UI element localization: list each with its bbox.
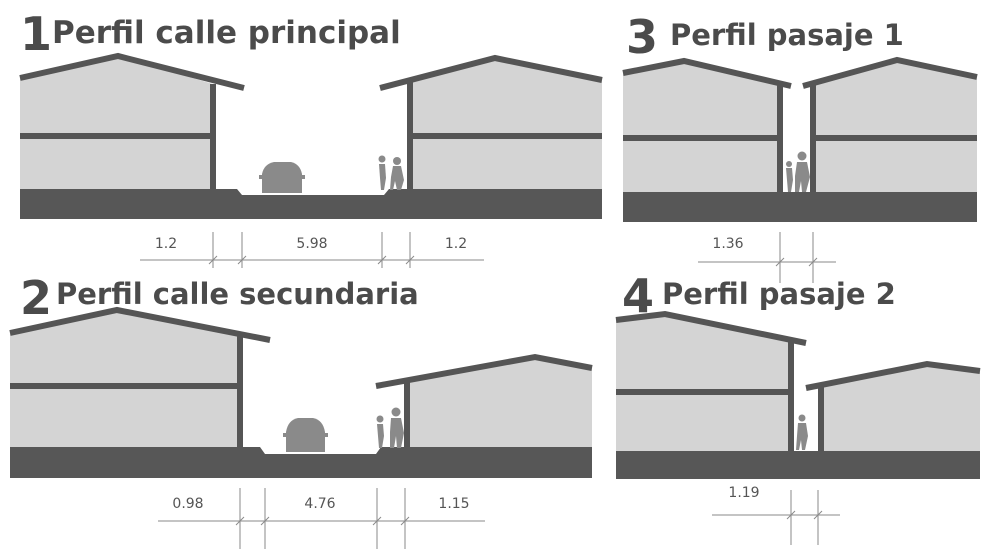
profile-2-dim-sidewalk-left: 0.98	[172, 496, 203, 512]
profile-1-ground	[20, 189, 602, 219]
profile-4-title: Perfil pasaje 2	[662, 277, 896, 311]
profile-3-right-building	[802, 56, 978, 193]
profile-4-right-building	[805, 360, 981, 452]
profile-1-title: Perfil calle principal	[52, 15, 401, 51]
profile-1-right-building	[379, 54, 603, 190]
profile-3-dim-passage: 1.36	[712, 236, 743, 252]
profile-3-dimensions: 1.36	[698, 232, 836, 283]
profile-4-dimensions: 1.19	[712, 485, 840, 545]
profile-1-dimensions: 1.2 5.98 1.2	[140, 232, 484, 268]
profile-3-title: Perfil pasaje 1	[670, 18, 904, 52]
profile-4-dim-passage: 1.19	[728, 485, 759, 501]
profile-1-dim-sidewalk-left: 1.2	[155, 236, 177, 252]
profile-2: 2 Perfil calle secundaria	[9, 271, 593, 549]
profile-3-ground	[623, 192, 977, 222]
profile-1-number: 1	[20, 7, 52, 61]
profile-2-dim-street: 4.76	[304, 496, 335, 512]
profile-3-left-building	[622, 57, 792, 193]
profile-2-ground	[10, 447, 592, 478]
profile-2-number: 2	[20, 271, 52, 325]
profile-2-pedestrians-icon	[376, 407, 404, 448]
profile-2-title: Perfil calle secundaria	[56, 277, 419, 311]
profile-4: 4 Perfil pasaje 2 1.19	[615, 269, 981, 545]
profile-3-number: 3	[626, 10, 658, 64]
profile-2-dim-sidewalk-right: 1.15	[438, 496, 469, 512]
profile-1-left-building	[19, 52, 245, 190]
profile-1: 1 Perfil calle principal	[19, 7, 603, 268]
profile-1-dim-street: 5.98	[296, 236, 327, 252]
profile-2-left-building	[9, 306, 271, 448]
profile-1-dim-sidewalk-right: 1.2	[445, 236, 467, 252]
profile-4-pedestrian-icon	[796, 414, 808, 450]
profile-1-car-icon	[259, 162, 305, 193]
profile-2-right-building	[375, 353, 593, 448]
profile-2-dimensions: 0.98 4.76 1.15	[158, 488, 485, 549]
profile-3: 3 Perfil pasaje 1	[622, 10, 978, 283]
profile-4-left-building	[615, 310, 807, 452]
profile-4-ground	[616, 451, 980, 479]
profile-3-pedestrians-icon	[786, 151, 810, 192]
profile-2-car-icon	[283, 418, 328, 452]
profile-1-pedestrians-icon	[378, 155, 404, 190]
